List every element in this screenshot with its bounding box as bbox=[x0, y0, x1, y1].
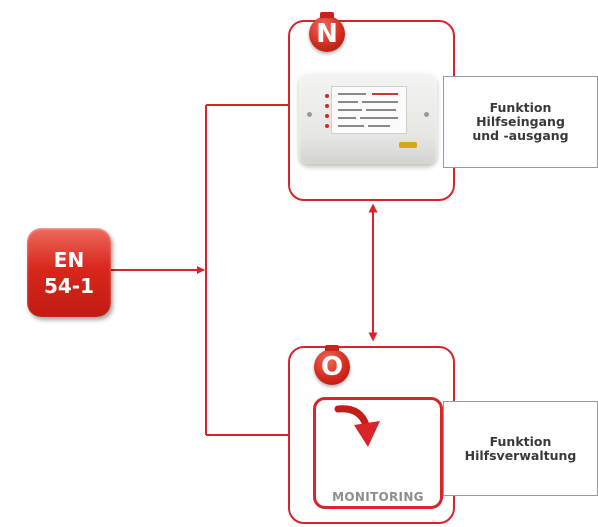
function-o-line2: Hilfsverwaltung bbox=[464, 447, 577, 463]
function-n-label-box: Funktion Hilfseingang und -ausgang bbox=[443, 76, 598, 168]
brand-logo bbox=[399, 142, 417, 148]
function-n-line2: Hilfseingang bbox=[476, 114, 565, 129]
control-unit-device-icon bbox=[299, 72, 437, 164]
led-indicator bbox=[325, 94, 329, 98]
module-o-letter-badge: O bbox=[314, 345, 350, 385]
function-n-line1: Funktion bbox=[489, 100, 552, 115]
screw-icon bbox=[307, 112, 312, 117]
screw-icon bbox=[424, 112, 429, 117]
led-indicator bbox=[325, 124, 329, 128]
en-54-1-badge: EN 54-1 bbox=[27, 228, 111, 317]
function-o-line1: Funktion bbox=[489, 433, 552, 449]
monitoring-arrow-icon bbox=[334, 405, 380, 447]
en-badge-line2: 54-1 bbox=[43, 273, 95, 298]
module-n-letter-badge: N bbox=[309, 12, 345, 52]
function-o-label-box: Funktion Hilfsverwaltung bbox=[443, 401, 598, 496]
led-indicator bbox=[325, 104, 329, 108]
device-label-plate bbox=[331, 86, 407, 134]
monitoring-frame bbox=[313, 397, 443, 509]
led-indicator bbox=[325, 114, 329, 118]
en-badge-line1: EN bbox=[53, 247, 85, 272]
function-n-line3: und -ausgang bbox=[472, 128, 569, 143]
monitoring-label: MONITORING bbox=[326, 490, 430, 504]
